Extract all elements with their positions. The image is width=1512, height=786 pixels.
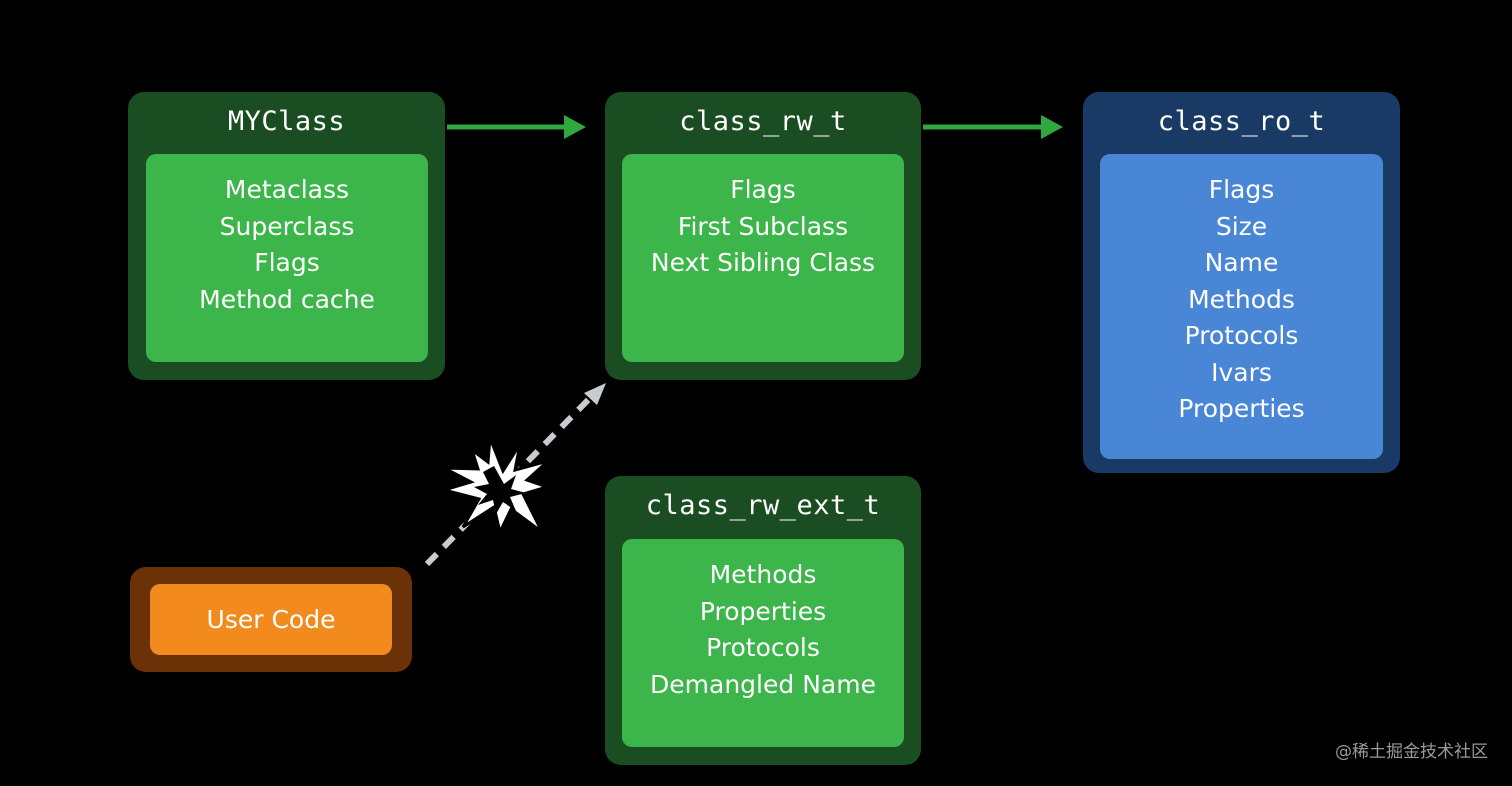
watermark: @稀土掘金技术社区 xyxy=(1335,742,1488,762)
class-rw-t-fields: Flags First Subclass Next Sibling Class xyxy=(622,154,904,362)
class-ro-t-fields: Flags Size Name Methods Protocols Ivars … xyxy=(1100,154,1383,459)
class-ro-t-field: Methods xyxy=(1188,284,1295,314)
user-code-box: User Code xyxy=(130,567,412,672)
class-rw-ext-t-fields: Methods Properties Protocols Demangled N… xyxy=(622,539,904,747)
class-ro-t-box: class_ro_t Flags Size Name Methods Proto… xyxy=(1083,92,1400,473)
myclass-fields: Metaclass Superclass Flags Method cache xyxy=(146,154,428,362)
class-rw-ext-t-title: class_rw_ext_t xyxy=(645,490,881,521)
class-ro-t-field: Flags xyxy=(1208,175,1275,204)
class-ro-t-field: Ivars xyxy=(1211,357,1272,387)
class-rw-ext-t-box: class_rw_ext_t Methods Properties Protoc… xyxy=(605,476,921,765)
class-ro-t-field: Protocols xyxy=(1184,321,1299,350)
class-rw-ext-t-field: Protocols xyxy=(706,633,820,662)
arrow-class-rw-t-to-class-ro-t xyxy=(923,115,1063,139)
class-rw-t-field: Flags xyxy=(730,175,796,204)
class-ro-t-field: Size xyxy=(1215,211,1268,241)
class-ro-t-field: Properties xyxy=(1178,394,1305,423)
class-rw-ext-t-field: Demangled Name xyxy=(650,669,876,699)
class-rw-t-title: class_rw_t xyxy=(679,106,847,137)
dashed-arrow-user-code-to-class-rw-t xyxy=(424,383,606,567)
myclass-box: MYClass Metaclass Superclass Flags Metho… xyxy=(128,92,445,380)
class-rw-t-field: Next Sibling Class xyxy=(650,248,876,277)
myclass-field: Flags xyxy=(254,248,320,277)
myclass-title: MYClass xyxy=(227,106,346,137)
myclass-field: Superclass xyxy=(219,211,355,241)
myclass-field: Method cache xyxy=(199,284,375,314)
class-rw-t-box: class_rw_t Flags First Subclass Next Sib… xyxy=(605,92,921,380)
user-code-label: User Code xyxy=(206,605,336,634)
myclass-field: Metaclass xyxy=(224,175,350,204)
class-rw-ext-t-field: Properties xyxy=(699,596,827,626)
class-rw-t-field: First Subclass xyxy=(677,211,849,241)
class-ro-t-field: Name xyxy=(1204,248,1279,277)
explosion-burst-icon xyxy=(438,437,552,537)
class-rw-ext-t-field: Methods xyxy=(709,560,817,589)
user-code-inner: User Code xyxy=(150,584,392,655)
class-ro-t-title: class_ro_t xyxy=(1157,106,1326,137)
arrow-myclass-to-class-rw-t xyxy=(447,115,586,139)
